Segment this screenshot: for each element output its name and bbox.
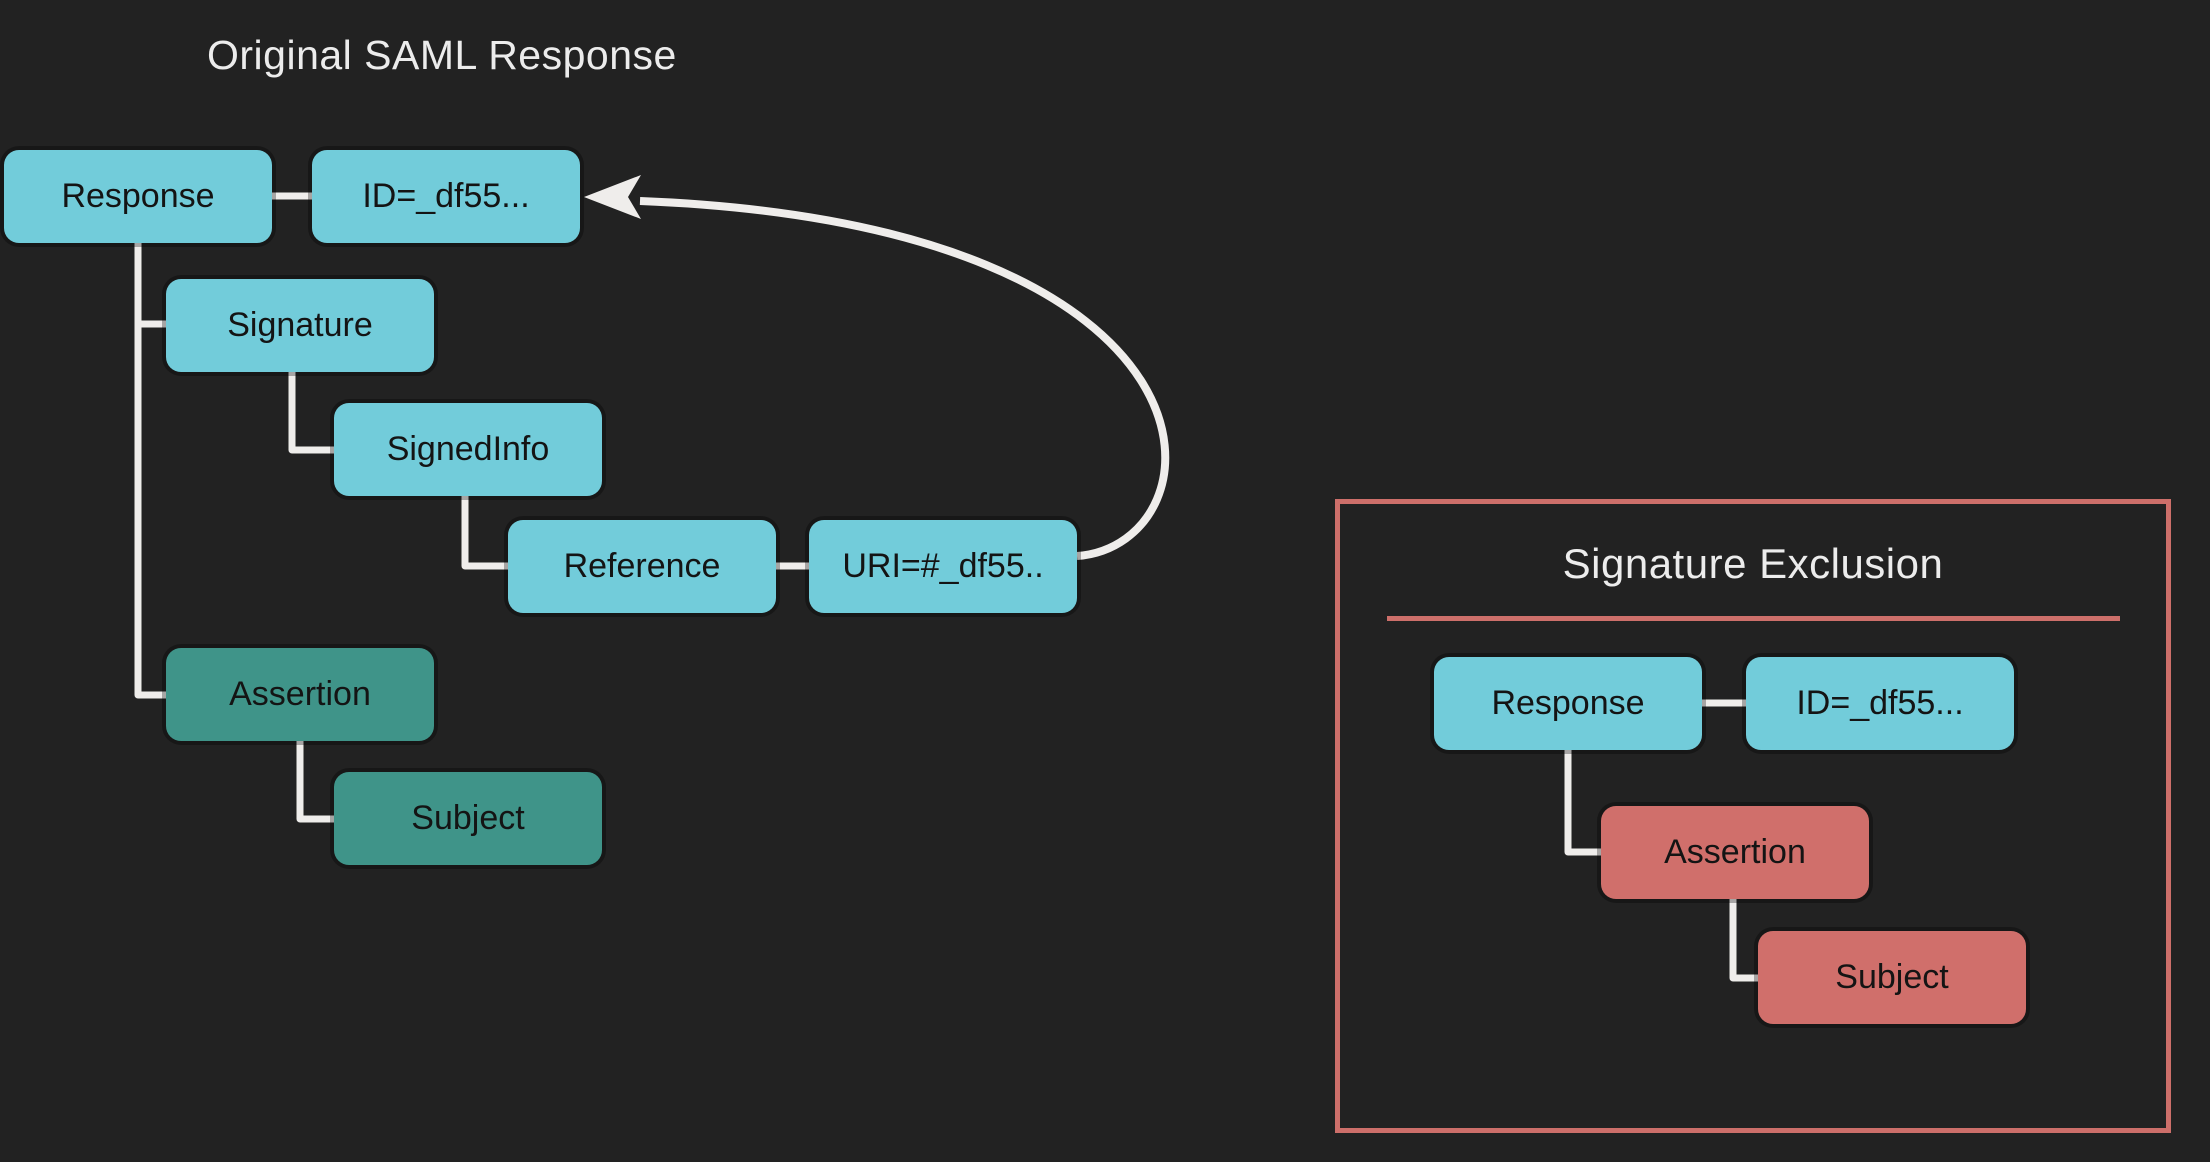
node-response: Response — [4, 150, 272, 243]
node-response-right: Response — [1434, 657, 1702, 750]
connector-response-assertion-right — [1564, 750, 1601, 856]
node-subject: Subject — [334, 772, 602, 865]
panel-title: Signature Exclusion — [1562, 540, 1944, 587]
node-id-attribute-right: ID=_df55... — [1746, 657, 2014, 750]
arrowhead-icon — [584, 175, 641, 219]
uri-to-id-reference-curve — [639, 197, 1170, 560]
node-subject-right: Subject — [1758, 931, 2026, 1024]
node-id-attribute: ID=_df55... — [312, 150, 580, 243]
node-signature: Signature — [166, 279, 434, 372]
signature-exclusion-panel: Signature Exclusion — [1335, 499, 2171, 1133]
node-reference: Reference — [508, 520, 776, 613]
left-diagram-title: Original SAML Response — [207, 32, 677, 78]
node-assertion-right: Assertion — [1601, 806, 1869, 899]
connector-assertion-subject-right — [1729, 899, 1758, 982]
node-assertion: Assertion — [166, 648, 434, 741]
connector-signedinfo-reference — [461, 496, 508, 570]
panel-title-underline — [1386, 616, 2120, 621]
connector-assertion-subject — [296, 741, 334, 823]
connector-signature-signedinfo — [288, 372, 334, 454]
connector-response-trunk — [134, 243, 166, 699]
node-uri-attribute: URI=#_df55.. — [809, 520, 1077, 613]
node-signedinfo: SignedInfo — [334, 403, 602, 496]
